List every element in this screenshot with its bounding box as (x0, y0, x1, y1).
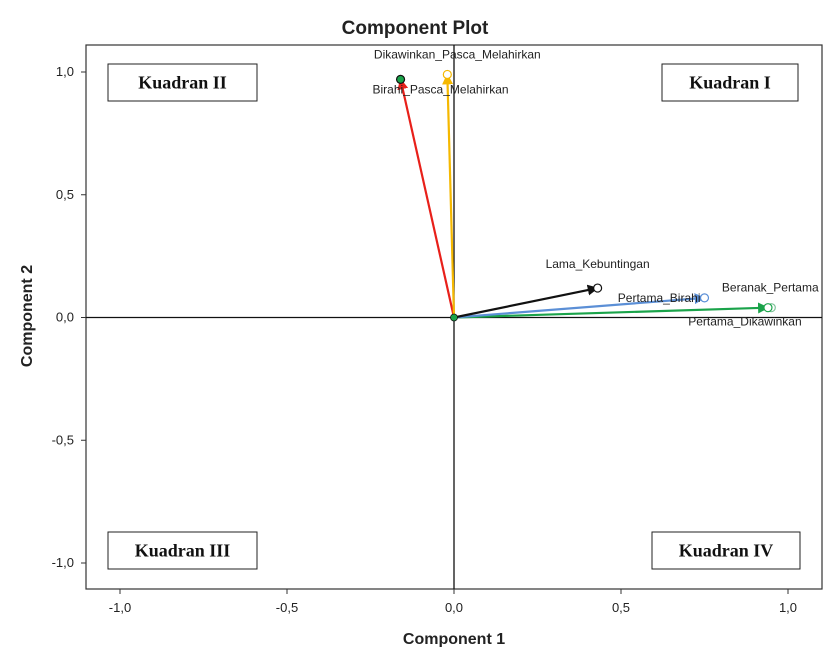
point-label: Beranak_Pertama (722, 281, 819, 295)
data-point (593, 283, 603, 293)
y-axis-label: Component 2 (19, 265, 36, 367)
vector-arrow (453, 293, 706, 319)
x-axis-label: Component 1 (403, 631, 505, 647)
data-point (442, 69, 452, 80)
quadrant-box (661, 63, 799, 102)
quadrant-box (651, 531, 801, 570)
point-label: Pertama_Birahi (618, 291, 701, 305)
quadrant-label: Kuadran IV (679, 541, 774, 561)
data-point (763, 303, 773, 313)
y-tick-label: 0,0 (56, 310, 74, 325)
x-tick-label: 0,0 (445, 600, 463, 615)
x-tick-label: -1,0 (109, 600, 131, 615)
point-label: Birahi_Pasca_Melahirkan (373, 82, 509, 96)
data-point (699, 293, 710, 303)
quadrant-label: Kuadran II (138, 73, 227, 93)
origin-point (450, 313, 458, 322)
y-tick-label: 1,0 (56, 64, 74, 79)
tick-group: -1,0 -0,5 0,0 0,5 1,0 -1,0 -0,5 0,0 0,5 1,0 (52, 64, 797, 615)
point-label: Dikawinkan_Pasca_Melahirkan (374, 47, 541, 61)
quadrant-box (107, 531, 258, 570)
data-point (395, 74, 406, 84)
x-tick-label: 1,0 (779, 600, 797, 615)
quadrant-labels: Kuadran I Kuadran II Kuadran III Kuadran IV (107, 63, 801, 570)
y-tick-label: -0,5 (52, 432, 74, 447)
vector-group (395, 69, 776, 322)
point-label: Lama_Kebuntingan (546, 257, 650, 271)
quadrant-label: Kuadran I (689, 73, 771, 93)
x-tick-label: -0,5 (276, 600, 298, 615)
y-tick-label: 0,5 (56, 187, 74, 202)
chart-title: Component Plot (342, 18, 489, 39)
quadrant-box (107, 63, 258, 102)
point-label: Pertama_Dikawinkan (688, 315, 801, 329)
vector-arrow (397, 78, 456, 318)
quadrant-label: Kuadran III (135, 541, 231, 561)
point-label-group: Dikawinkan_Pasca_MelahirkanBirahi_Pasca_… (373, 47, 819, 328)
vector-arrow (442, 73, 456, 318)
vector-arrow (453, 302, 770, 319)
y-tick-label: -1,0 (52, 555, 74, 570)
vector-arrow (453, 284, 599, 319)
x-tick-label: 0,5 (612, 600, 630, 615)
